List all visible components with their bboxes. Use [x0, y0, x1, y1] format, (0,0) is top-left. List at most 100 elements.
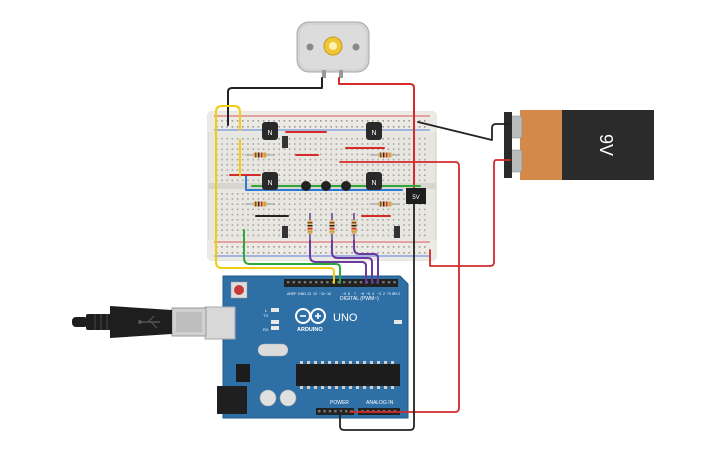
push-button-2[interactable]: [321, 181, 331, 191]
resistor-v-3[interactable]: [351, 214, 357, 240]
hole: [252, 164, 254, 166]
push-button-1[interactable]: [301, 181, 311, 191]
reset-button[interactable]: [230, 281, 248, 299]
hole: [330, 174, 332, 176]
hole: [294, 224, 296, 226]
hole: [408, 158, 410, 161]
hole: [273, 229, 275, 231]
hole: [299, 138, 301, 140]
transistor-4[interactable]: N: [366, 172, 382, 190]
diode-3[interactable]: [394, 226, 400, 238]
wire-battery-black[interactable]: [417, 121, 511, 141]
chip-pin: [384, 361, 387, 364]
hole: [335, 148, 338, 150]
hole: [351, 174, 353, 176]
hole: [325, 120, 327, 122]
hole: [252, 246, 254, 248]
hole: [283, 164, 286, 166]
hole: [335, 193, 338, 195]
wire-blue[interactable]: [245, 174, 403, 191]
hole: [242, 208, 244, 211]
hole: [351, 179, 353, 182]
hole: [320, 174, 322, 176]
hole: [314, 138, 317, 140]
hole: [346, 229, 348, 231]
hole: [288, 158, 291, 161]
hole: [294, 198, 296, 200]
hole: [252, 143, 254, 145]
hole: [408, 234, 410, 237]
hole: [403, 252, 405, 254]
hole: [262, 148, 265, 150]
hole: [314, 213, 317, 216]
resistor-h-2[interactable]: [370, 152, 400, 158]
resistor-v-2[interactable]: [329, 214, 335, 240]
hole: [408, 179, 410, 182]
hole: [340, 198, 343, 200]
hole: [325, 138, 327, 140]
hole: [403, 153, 405, 156]
transistor-1[interactable]: N: [262, 122, 278, 140]
hole: [408, 148, 410, 150]
hole: [325, 213, 327, 216]
hole: [340, 203, 343, 205]
transistor-2[interactable]: N: [366, 122, 382, 140]
pin-hole: [287, 281, 290, 284]
hole: [299, 143, 301, 145]
hole: [226, 138, 228, 140]
hole: [226, 246, 228, 248]
resistor-v-1[interactable]: [307, 214, 313, 240]
hole: [408, 203, 410, 205]
hole: [424, 153, 426, 156]
wire-purple-3[interactable]: [353, 213, 379, 284]
wire-5v-red[interactable]: [339, 161, 460, 413]
hole: [299, 169, 301, 171]
hole: [392, 208, 395, 211]
wire-purple-2[interactable]: [331, 213, 373, 284]
hole: [247, 213, 249, 216]
push-button-3[interactable]: [341, 181, 351, 191]
wire-green[interactable]: [243, 229, 341, 284]
chip-pin: [307, 361, 310, 364]
resistor-h-3[interactable]: [245, 201, 275, 207]
hole: [304, 246, 306, 248]
hole: [236, 148, 239, 150]
resistor-h-1[interactable]: [245, 152, 275, 158]
hole: [372, 224, 374, 226]
hole: [268, 153, 270, 156]
hole: [294, 126, 296, 128]
diode-2[interactable]: [282, 226, 288, 238]
resistor-h-4[interactable]: [370, 201, 400, 207]
hole: [340, 120, 343, 122]
hole: [309, 208, 312, 211]
diode-1[interactable]: [282, 136, 288, 148]
transistor-3[interactable]: N: [262, 172, 278, 190]
hole: [221, 153, 223, 156]
wire-gnd-black[interactable]: [339, 199, 415, 431]
battery-9v[interactable]: 9V: [504, 110, 654, 180]
wire-yellow[interactable]: [215, 105, 335, 284]
hole: [418, 229, 421, 231]
arduino-uno[interactable]: DIGITAL (PWM~) POWER ANALOG IN TX RX L A…: [204, 275, 409, 419]
hole: [262, 224, 265, 226]
wire-motor-black[interactable]: [227, 77, 323, 126]
hole: [231, 169, 234, 171]
usb-cable[interactable]: [72, 306, 207, 338]
hole: [387, 143, 390, 145]
hole: [278, 219, 280, 221]
chip-pin: [356, 386, 359, 389]
dc-motor[interactable]: [296, 21, 370, 78]
wire-battery-red[interactable]: [429, 159, 511, 267]
hole: [268, 224, 270, 226]
hole: [382, 213, 384, 216]
hole: [283, 198, 286, 200]
hole: [325, 164, 327, 166]
voltage-regulator[interactable]: 5V: [406, 188, 426, 204]
hole: [221, 143, 223, 145]
hole: [398, 169, 400, 171]
hole: [361, 246, 364, 248]
wire-purple-1[interactable]: [309, 213, 367, 284]
hole: [335, 138, 338, 140]
wire-motor-red[interactable]: [338, 77, 415, 189]
arduino-model-label: UNO: [333, 312, 358, 324]
